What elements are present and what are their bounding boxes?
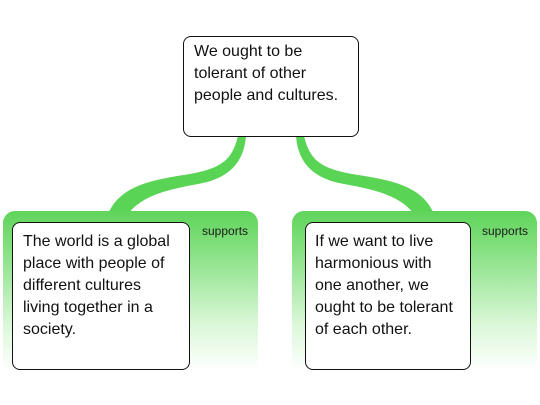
premise-box-left[interactable]: The world is a global place with people … [12,222,190,370]
claim-text: We ought to be tolerant of other people … [194,43,339,104]
connector-left [108,136,246,214]
premise-box-right[interactable]: If we want to live harmonious with one a… [305,222,471,370]
relation-label-right: supports [482,224,529,238]
premise-text-right: If we want to live harmonious with one a… [315,233,453,338]
claim-box[interactable]: We ought to be tolerant of other people … [183,36,359,137]
relation-label-left: supports [202,224,249,238]
premise-text-left: The world is a global place with people … [23,233,170,338]
connector-right [296,136,434,214]
